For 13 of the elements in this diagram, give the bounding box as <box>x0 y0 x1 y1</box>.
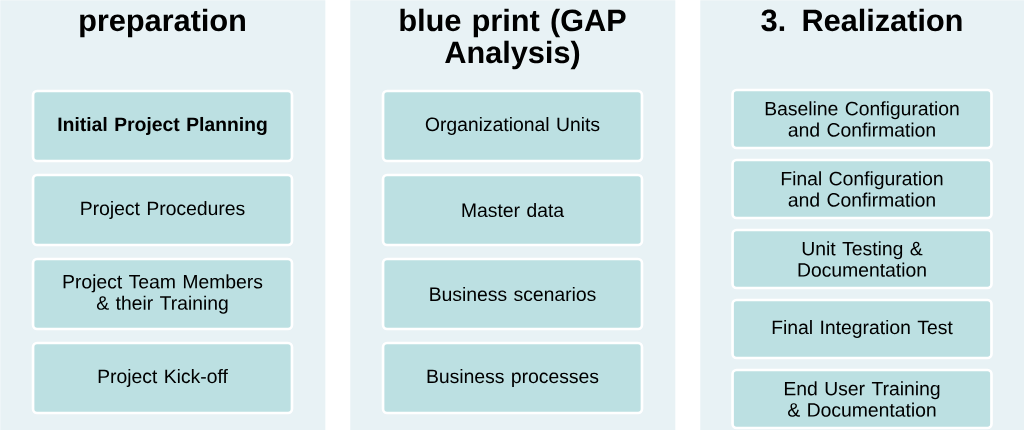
step-box: Business scenarios <box>381 257 644 331</box>
step-box: Unit Testing & Documentation <box>731 228 993 290</box>
step-box: Final Integration Test <box>731 298 993 360</box>
step-box: Final Configuration and Confirmation <box>731 158 993 220</box>
step-box: Organizational Units <box>381 89 644 163</box>
step-box: Project Kick-off <box>31 341 294 415</box>
step-box: Master data <box>381 173 644 247</box>
step-box: Project Team Members & their Training <box>31 257 294 331</box>
step-box: Baseline Configuration and Confirmation <box>731 88 993 150</box>
step-box: End User Training & Documentation <box>731 368 993 430</box>
step-box: Business processes <box>381 341 644 415</box>
step-box: Initial Project Planning <box>31 89 294 163</box>
step-box: Project Procedures <box>31 173 294 247</box>
